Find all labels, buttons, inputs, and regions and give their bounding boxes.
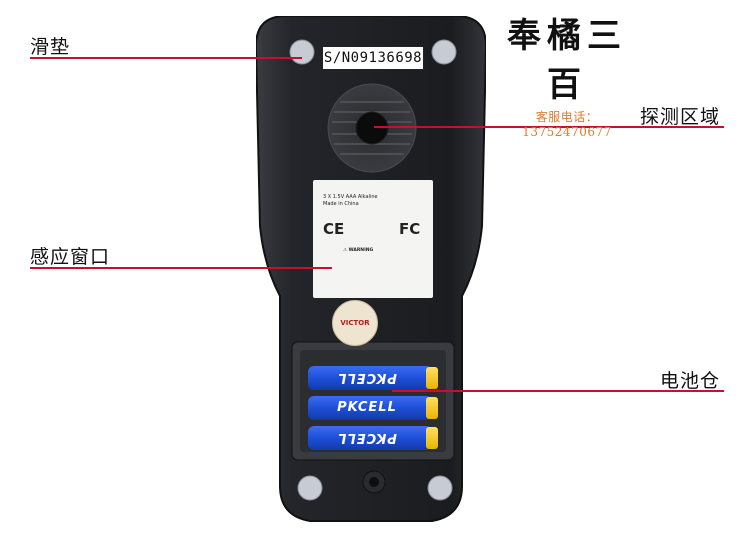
slide-pad-top-left [289, 39, 315, 65]
battery-1 [308, 366, 438, 390]
callout-line-sensing-window [30, 267, 332, 269]
ce-mark: CE [323, 220, 345, 238]
sensor-hole [355, 111, 389, 145]
fc-mark: FC [399, 220, 421, 238]
sticker-spec: 3 X 1.5V AAA Alkaline Made in China [323, 194, 378, 207]
callout-label-battery: 电池仓 [660, 370, 721, 392]
callout-label-slide-pad: 滑垫 [30, 36, 71, 58]
slide-pad-bottom-left [297, 475, 323, 501]
brand-contact: 客服电话：13752470677 [522, 110, 612, 139]
callout-line-battery [392, 390, 724, 392]
victor-seal: VICTOR [332, 300, 378, 346]
slide-pad-bottom-right [427, 475, 453, 501]
brand-block: 奉橘三百 客服电话：13752470677 [492, 8, 642, 139]
battery-3 [308, 426, 438, 450]
warning-label: ⚠ WARNING [343, 248, 374, 253]
battery-2-label: PKCELL [337, 400, 397, 415]
slide-pad-top-right [431, 39, 457, 65]
battery-1-label: PKCELL [337, 370, 397, 385]
callout-line-slide-pad [30, 57, 302, 59]
callout-label-sensor-area: 探测区域 [640, 106, 721, 128]
serial-number-label: S/N09136698 [322, 46, 424, 70]
battery-2 [308, 396, 438, 420]
battery-3-label: PKCELL [337, 430, 397, 445]
brand-name: 奉橘三百 [507, 16, 627, 105]
info-sticker: 3 X 1.5V AAA Alkaline Made in China CE F… [313, 180, 433, 298]
callout-label-sensing-window: 感应窗口 [30, 246, 111, 268]
callout-line-sensor-area [374, 126, 724, 128]
